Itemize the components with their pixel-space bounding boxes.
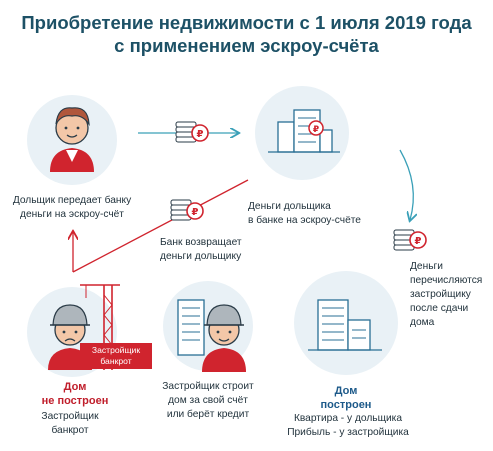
transfer-caption-line-5: дома [410, 317, 435, 328]
diagram-title-line-1: Приобретение недвижимости с 1 июля 2019 … [21, 12, 472, 33]
coin-stack-icon: ₽ [393, 229, 427, 251]
svg-text:₽: ₽ [197, 129, 204, 140]
buyer-caption: Дольщик передает банку деньги на эскроу-… [2, 194, 142, 222]
svg-text:₽: ₽ [415, 236, 422, 247]
bank-caption: Деньги дольщика в банке на эскроу-счёте [248, 200, 398, 228]
arrow-bank-to-builder [399, 149, 413, 220]
transfer-caption-line-2: перечисляются [410, 275, 483, 286]
office-building-icon: ₽ [268, 109, 340, 153]
builds-caption-line-3: или берёт кредит [166, 409, 250, 420]
bank-caption-line-2: в банке на эскроу-счёте [248, 215, 361, 226]
return-caption-line-2: деньги дольщику [160, 251, 242, 262]
bankrupt-badge: Застройщик банкрот [80, 343, 152, 369]
buyer-caption-line-1: Дольщик передает банку [12, 195, 132, 206]
office-building-icon [177, 299, 205, 356]
result-caption-line-1: Квартира - у дольщика [293, 413, 403, 424]
bankrupt-caption: Застройщик банкрот [20, 410, 120, 438]
return-caption-line-1: Банк возвращает [160, 237, 242, 248]
built-heading: Дом построен [306, 384, 386, 412]
builds-caption: Застройщик строит дом за свой счёт или б… [150, 380, 266, 422]
not-built-line-2: не построен [41, 395, 109, 407]
return-caption: Банк возвращает деньги дольщику [160, 236, 270, 264]
transfer-caption-line-1: Деньги [410, 261, 443, 272]
bankrupt-badge-line-1: Застройщик [91, 345, 141, 355]
bankrupt-badge-line-2: банкрот [100, 356, 132, 366]
builds-caption-line-2: дом за свой счёт [168, 395, 248, 406]
transfer-caption: Деньги перечисляются застройщику после с… [410, 260, 492, 330]
transfer-caption-line-3: застройщику [410, 289, 471, 300]
finished-house-icon [308, 299, 382, 351]
diagram-title-line-2: с применением эскроу-счёта [114, 35, 379, 56]
not-built-line-1: Дом [63, 381, 87, 393]
bank-caption-line-1: Деньги дольщика [248, 201, 331, 212]
result-caption: Квартира - у дольщика Прибыль - у застро… [268, 412, 428, 440]
transfer-caption-line-4: после сдачи [410, 303, 469, 314]
built-line-1: Дом [334, 385, 358, 397]
builds-caption-line-1: Застройщик строит [162, 381, 254, 392]
bankrupt-caption-line-1: Застройщик [41, 411, 99, 422]
coin-stack-icon: ₽ [175, 121, 209, 143]
svg-text:₽: ₽ [313, 125, 319, 135]
person-icon [50, 107, 94, 172]
worker-icon [202, 304, 246, 372]
svg-text:₽: ₽ [192, 207, 199, 218]
coin-stack-icon: ₽ [170, 199, 204, 221]
bankrupt-caption-line-2: банкрот [51, 425, 89, 436]
built-line-2: построен [320, 399, 372, 411]
not-built-heading: Дом не построен [20, 380, 130, 408]
result-caption-line-2: Прибыль - у застройщика [287, 427, 409, 438]
return-line [72, 179, 249, 273]
buyer-caption-line-2: деньги на эскроу-счёт [20, 209, 124, 220]
